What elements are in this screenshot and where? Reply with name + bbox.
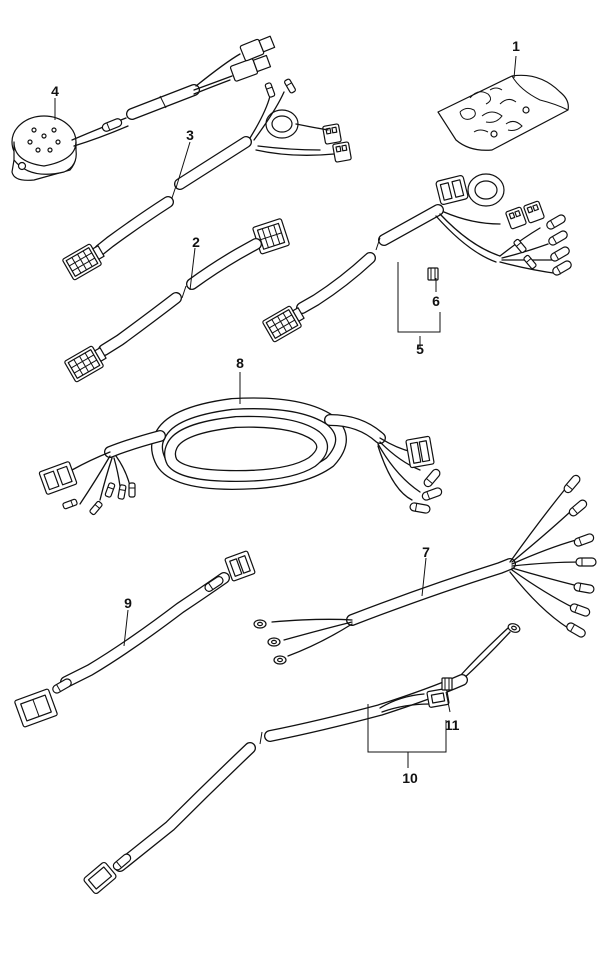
part-1-parts-bag: [437, 74, 569, 151]
part-3-main-harness: [61, 77, 353, 281]
callout-2: 2: [192, 234, 200, 250]
part-11-fuse: [441, 677, 453, 691]
part-7-terminal-harness: [253, 473, 597, 665]
callout-labels: 1 2 3 4 5 6 7 8 9 10 11: [51, 38, 520, 786]
callout-11: 11: [445, 717, 460, 733]
callout-3: 3: [186, 127, 194, 143]
callout-10: 10: [402, 770, 418, 786]
part-4-buzzer-harness: [11, 35, 276, 181]
callout-9: 9: [124, 595, 132, 611]
part-9-short-harness: [14, 550, 256, 728]
callout-6: 6: [432, 293, 440, 309]
part-2-extension-harness: [63, 218, 290, 383]
callout-leaders: [54, 55, 517, 768]
part-8-loop-harness: [38, 397, 444, 516]
callout-7: 7: [422, 544, 430, 560]
callout-1: 1: [512, 38, 520, 54]
callout-4: 4: [51, 83, 59, 99]
part-6-fuse: [427, 267, 439, 281]
part-5-remote-harness: [261, 173, 574, 343]
part-10-long-harness: [83, 621, 522, 895]
callout-5: 5: [416, 341, 424, 357]
callout-8: 8: [236, 355, 244, 371]
